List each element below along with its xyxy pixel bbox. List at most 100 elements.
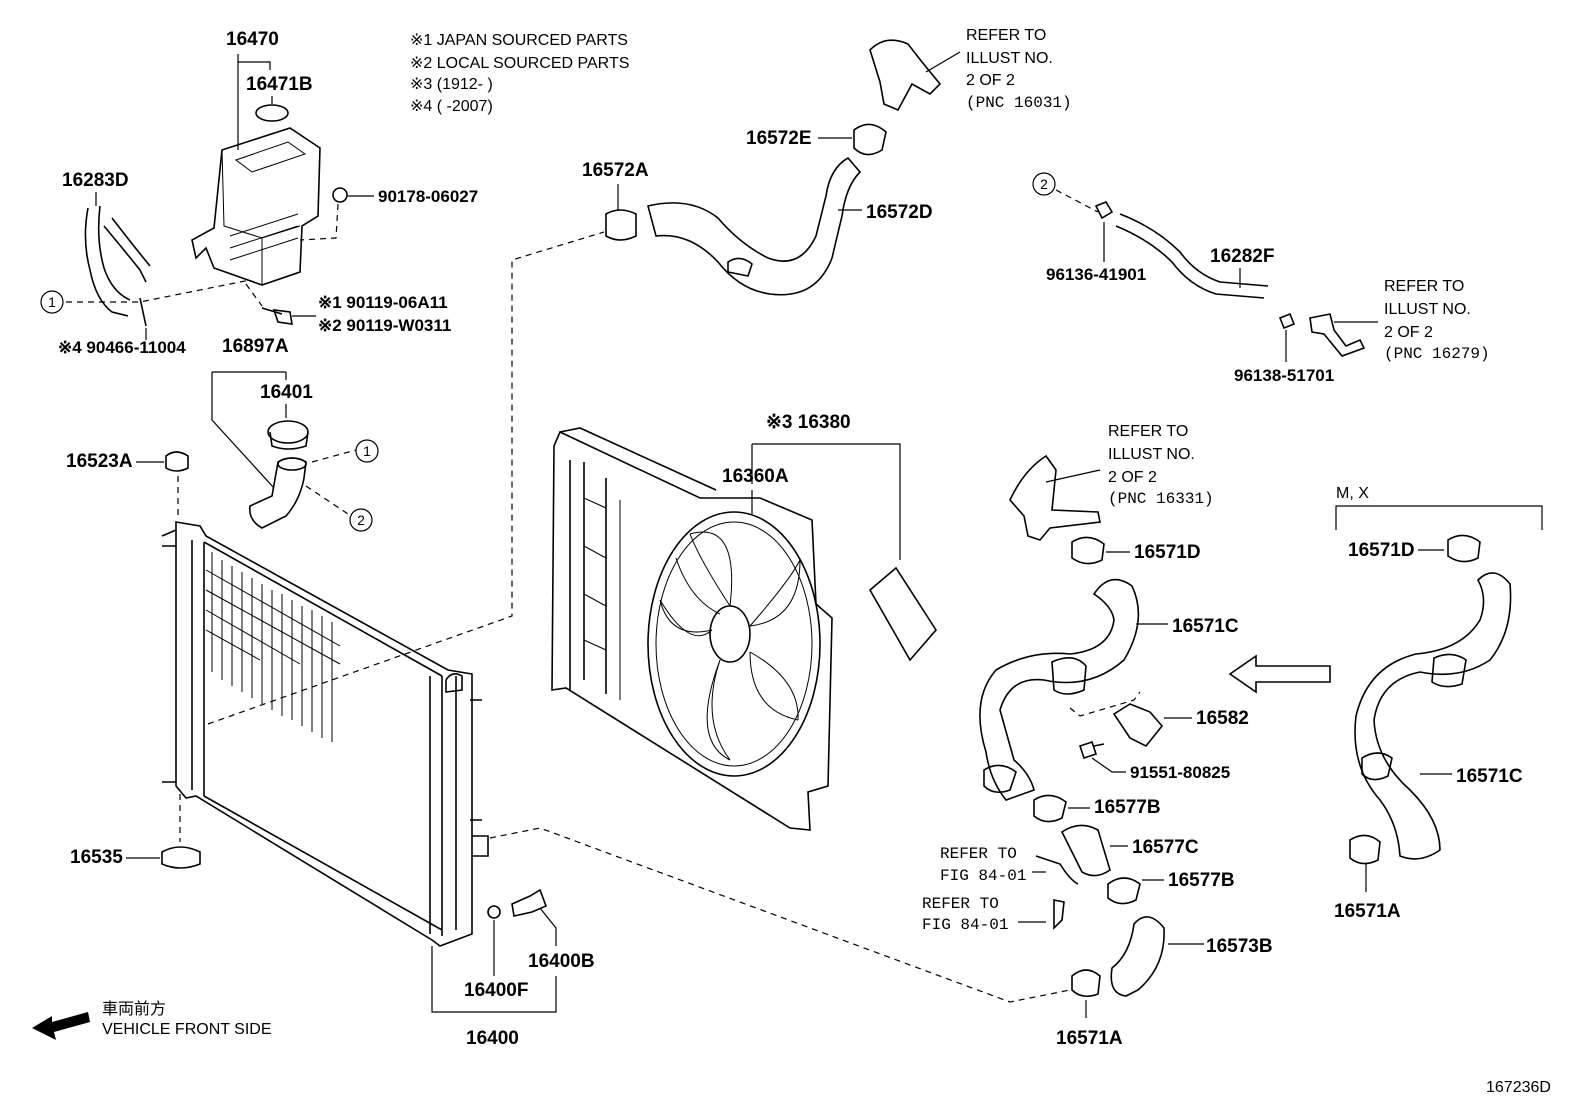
label-16571A-right: 16571A [1334,901,1401,922]
clamp-16572E-icon [853,123,887,156]
ref5-line2: FIG 84-01 [922,916,1008,934]
label-16400B: 16400B [528,951,595,972]
ref4-line2: FIG 84-01 [940,867,1026,885]
label-90466-11004: ※4 90466-11004 [58,338,186,357]
pipe-16279-icon [1309,313,1366,357]
ref3-line4: (PNC 16331) [1108,490,1214,508]
label-90119-06A11: ※1 90119-06A11 [318,293,448,312]
ref5-line1: REFER TO [922,895,999,913]
radiator-cap-icon [267,420,309,444]
label-16577B-upper: 16577B [1094,797,1161,818]
label-16523A: 16523A [66,451,133,472]
hose-16573B-icon [1110,916,1165,997]
bracket-16582-icon [1112,703,1164,748]
resistor-16380-icon [868,566,937,662]
fan-shroud-drawing [551,427,833,831]
refer-illust-16031: REFER TO ILLUST NO. 2 OF 2 (PNC 16031) [966,27,1072,112]
label-16572D: 16572D [866,202,933,223]
note-local: ※2 LOCAL SOURCED PARTS [410,55,629,72]
pipe-16577C-icon [1060,824,1111,877]
note-date-to: ※4 ( -2007) [410,98,493,115]
circle-ref-1-label: 1 [363,443,371,459]
hose-16572D-icon [647,156,862,296]
circle-ref-2-label: 2 [357,512,365,528]
filler-neck-icon [248,457,307,529]
hose-16571C-right-icon [1354,572,1512,860]
label-16400: 16400 [466,1028,519,1049]
clip-fig84-a-icon [1035,855,1079,885]
ref4-line1: REFER TO [940,845,1017,863]
ref3-line3: 2 OF 2 [1108,469,1157,486]
clamp-16571D-right-icon [1447,534,1481,563]
refer-fig-84-01-a: REFER TO FIG 84-01 [940,845,1026,885]
label-90119-W0311: ※2 90119-W0311 [318,316,451,335]
label-16535: 16535 [70,847,123,868]
clamp-16572A-icon [605,209,637,241]
circle-ref-1-left-label: 1 [48,294,56,310]
circle-ref-2-right [1032,172,1056,196]
source-notes: ※1 JAPAN SOURCED PARTS ※2 LOCAL SOURCED … [410,32,629,115]
label-16360A: 16360A [722,466,789,487]
o-ring-16400F-icon [487,905,501,919]
label-96138-51701: 96138-51701 [1234,366,1334,385]
label-16470: 16470 [226,29,279,50]
radiator-drawing [161,521,489,947]
ref3-line1: REFER TO [1108,423,1188,440]
label-16572E: 16572E [746,128,812,149]
water-inlet-16331-icon [1009,454,1101,541]
bolt-91551-icon [1078,740,1105,760]
label-16571C-right: 16571C [1456,766,1523,787]
clamp-16577B-lower-icon [1107,877,1141,905]
label-91551-80825: 91551-80825 [1130,763,1230,782]
clip-96136-icon [1094,201,1114,220]
bolt-90119-icon [261,307,293,325]
ref2-line1: REFER TO [1384,278,1464,295]
circle-ref-2 [349,508,373,532]
label-16571D-center: 16571D [1134,542,1201,563]
clip-fig84-b-icon [1053,899,1065,930]
clamp-16571A-center-icon [1071,969,1101,998]
label-16283D: 16283D [62,170,129,191]
cushion-16523A-icon [165,451,189,472]
hose-16282F-icon [1115,225,1265,299]
label-96136-41901: 96136-41901 [1046,265,1146,284]
figure-id: 167236D [1486,1079,1551,1096]
clip-96138-icon [1278,312,1296,330]
refer-illust-16279: REFER TO ILLUST NO. 2 OF 2 (PNC 16279) [1384,278,1490,363]
ref1-line3: 2 OF 2 [966,72,1015,89]
variant-label: M, X [1336,485,1369,502]
label-16282F: 16282F [1210,246,1274,267]
clamp-16571A-right-icon [1349,834,1381,865]
ref2-line3: 2 OF 2 [1384,324,1433,341]
direction-arrow-icon [1228,654,1331,694]
label-16571C-center: 16571C [1172,616,1239,637]
label-16380: ※3 16380 [766,412,851,433]
label-16401: 16401 [260,382,313,403]
circle-ref-2-right-label: 2 [1040,176,1048,192]
ref2-line4: (PNC 16279) [1384,345,1490,363]
note-japan: ※1 JAPAN SOURCED PARTS [410,32,628,49]
label-90178-06027: 90178-06027 [378,187,478,206]
refer-fig-84-01-b: REFER TO FIG 84-01 [922,895,1008,934]
ref2-line2: ILLUST NO. [1384,301,1471,318]
front-label-en: VEHICLE FRONT SIDE [102,1021,272,1038]
clamp-16571D-center-icon [1071,536,1105,565]
ref1-line2: ILLUST NO. [966,50,1053,67]
label-16577B-lower: 16577B [1168,870,1235,891]
label-16573B: 16573B [1206,936,1273,957]
refer-illust-16331: REFER TO ILLUST NO. 2 OF 2 (PNC 16331) [1108,423,1214,508]
label-16400F: 16400F [464,980,528,1001]
drain-plug-16400B-icon [511,888,548,917]
front-label-jp: 車両前方 [102,1000,166,1018]
clip-90466-icon [139,297,147,327]
label-16571A-center: 16571A [1056,1028,1123,1049]
nut-90178-icon [332,187,348,203]
note-date-from: ※3 (1912- ) [410,76,493,93]
ref3-line2: ILLUST NO. [1108,446,1195,463]
label-16471B: 16471B [246,74,313,95]
label-16582: 16582 [1196,708,1249,729]
circle-ref-1 [355,439,379,463]
label-16571D-right: 16571D [1348,540,1415,561]
